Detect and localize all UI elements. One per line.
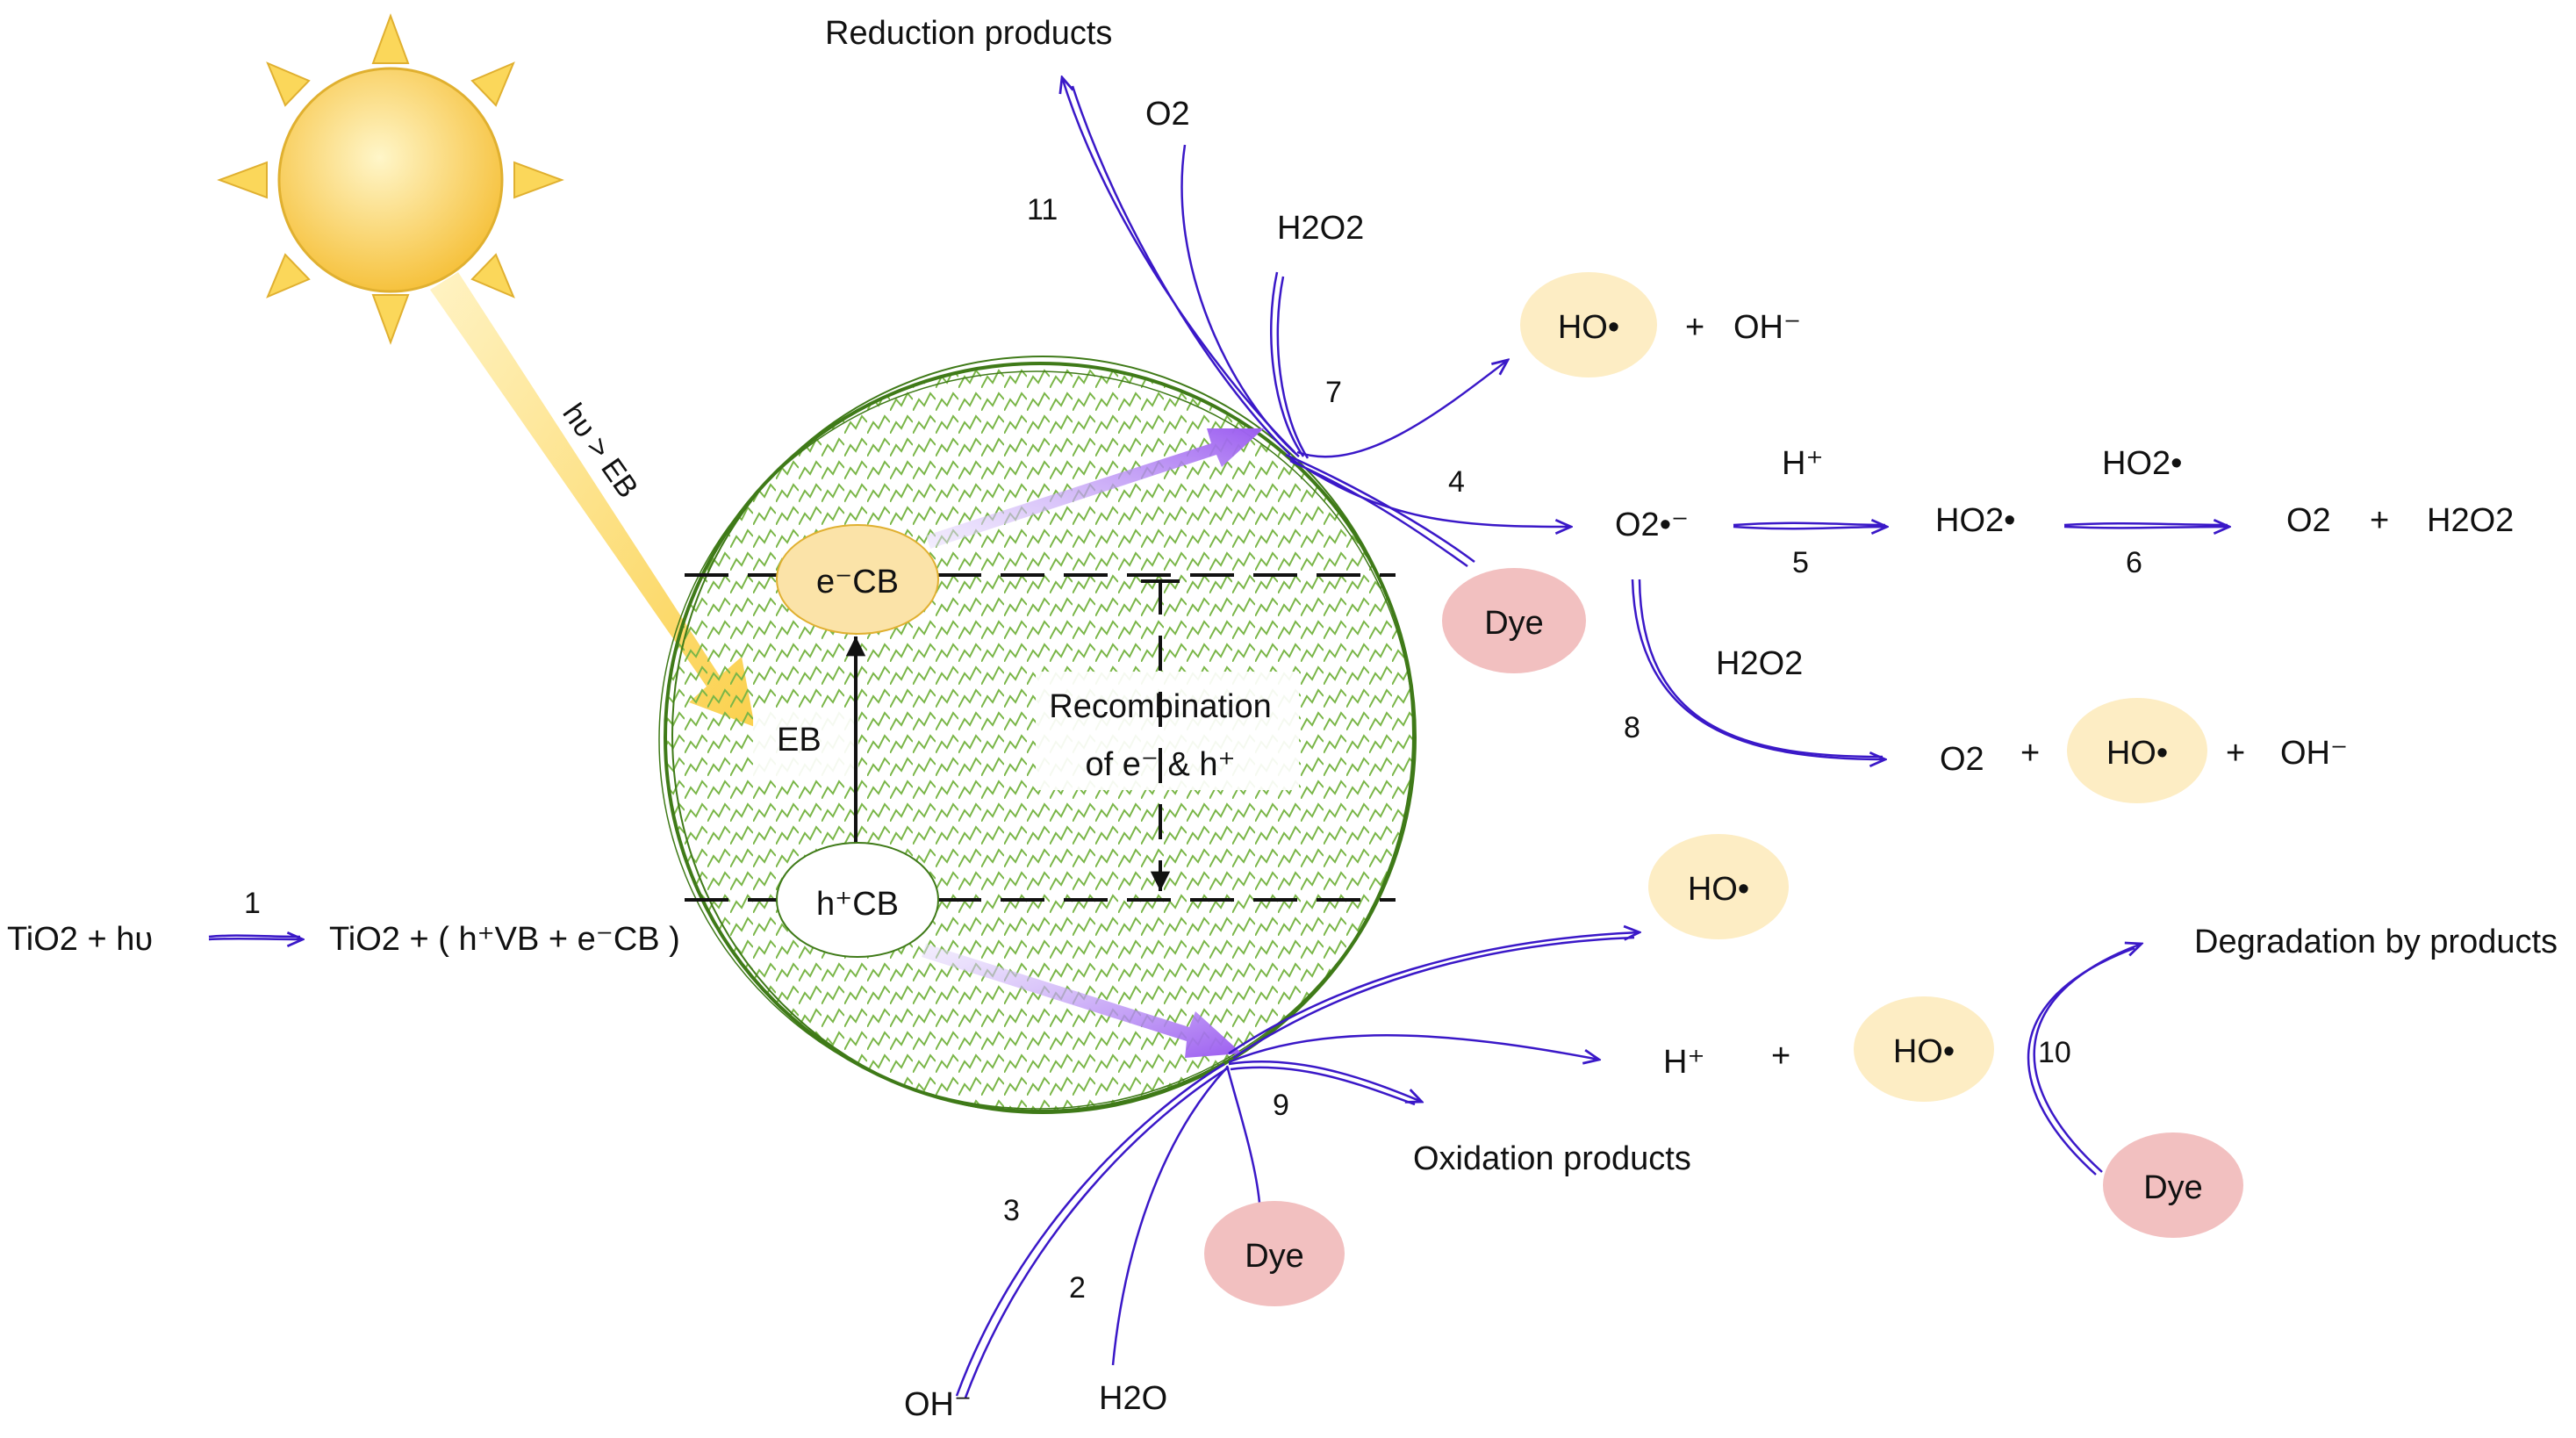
- curve-to-h-plus: [1228, 1034, 1599, 1062]
- curve-from-h2o: [1111, 1067, 1228, 1366]
- dye-upper-label: Dye: [1484, 605, 1544, 642]
- dye-right-label: Dye: [2143, 1169, 2203, 1206]
- plus-sign-4: +: [2226, 735, 2245, 772]
- hole-transfer-arrow: [922, 944, 1242, 1058]
- h-plus-lower-label: H⁺: [1663, 1044, 1705, 1081]
- superoxide-label: O2•⁻: [1615, 507, 1689, 543]
- step-7-label: 7: [1325, 376, 1342, 409]
- curve-from-oh-minus: [955, 1062, 1225, 1397]
- step-3-label: 3: [1003, 1194, 1020, 1227]
- ho2-radical-reagent-label: HO2•: [2102, 445, 2182, 482]
- ho-radical-right-bubble: [1854, 996, 1994, 1102]
- band-gap-label: EB: [777, 722, 822, 759]
- curve-step9-ho: [1228, 932, 1640, 1055]
- curve-from-o2: [1180, 144, 1300, 457]
- step-6-label: 6: [2126, 546, 2142, 579]
- reduction-products-label: Reduction products: [825, 15, 1112, 52]
- oh-minus-mid-label: OH⁻: [2280, 735, 2348, 772]
- o2-upper-label: O2: [1145, 96, 1190, 133]
- step-9-label: 9: [1273, 1089, 1289, 1122]
- plus-sign-2: +: [2370, 502, 2389, 539]
- step-1-label: 1: [244, 887, 261, 920]
- equation-left: TiO2 + hυ: [7, 921, 153, 958]
- dye-lower-bubble: [1204, 1201, 1345, 1306]
- light-beam-arrow: [430, 272, 755, 727]
- ho-radical-mid-label: HO•: [2106, 735, 2168, 772]
- degradation-products-label: Degradation by products: [2194, 924, 2558, 960]
- h2o2-upper-label: H2O2: [1277, 210, 1364, 247]
- curve-step4: [1289, 457, 1571, 527]
- h2o2-product-label: H2O2: [2427, 502, 2514, 539]
- oh-minus-top-label: OH⁻: [1733, 309, 1801, 346]
- curve-from-dye-lower: [1225, 1065, 1261, 1204]
- ho2-radical-label: HO2•: [1935, 502, 2015, 539]
- electron-cb: [776, 524, 939, 635]
- hole-cb-label: h⁺CB: [816, 886, 899, 923]
- o2-mid-label: O2: [1940, 741, 1984, 778]
- ho-radical-top-label: HO•: [1558, 309, 1619, 346]
- dye-lower-label: Dye: [1245, 1238, 1304, 1275]
- recombination-label-box: [1036, 672, 1299, 790]
- step-4-label: 4: [1448, 465, 1465, 499]
- oh-minus-bottom-label: OH⁻: [904, 1386, 972, 1423]
- electron-transfer-arrow: [926, 428, 1264, 549]
- curve-step7: [1296, 360, 1508, 458]
- dye-right-bubble: [2103, 1132, 2243, 1238]
- plus-sign-3: +: [2020, 735, 2040, 772]
- plus-sign-5: +: [1771, 1038, 1790, 1075]
- step-8-label: 8: [1624, 711, 1640, 744]
- dye-upper-bubble: [1442, 568, 1586, 673]
- h2o2-reagent-label: H2O2: [1716, 645, 1803, 682]
- plus-sign-1: +: [1685, 309, 1704, 346]
- step-2-label: 2: [1069, 1271, 1086, 1305]
- curve-from-h2o2: [1270, 271, 1305, 457]
- curve-to-oxidation-products: [1228, 1061, 1422, 1102]
- ho-radical-lower-bubble: [1648, 834, 1789, 939]
- ho-radical-lower-label: HO•: [1688, 871, 1749, 908]
- h2o-bottom-label: H2O: [1099, 1380, 1167, 1417]
- equation-right: TiO2 + ( h⁺VB + e⁻CB ): [329, 921, 680, 958]
- step-5-label: 5: [1792, 546, 1809, 579]
- step-10-label: 10: [2038, 1036, 2071, 1069]
- hole-cb: [776, 842, 939, 958]
- sun-icon: [217, 13, 564, 345]
- step-11-label: 11: [1027, 193, 1058, 226]
- curve-step1: [208, 938, 303, 939]
- ho-radical-right-label: HO•: [1893, 1033, 1955, 1070]
- curve-step8: [1631, 579, 1885, 759]
- curve-from-dye-upper: [1285, 453, 1475, 564]
- ho-radical-top-bubble: [1520, 272, 1657, 377]
- ho-radical-mid-bubble: [2067, 698, 2207, 803]
- o2-product-label: O2: [2286, 502, 2331, 539]
- electron-cb-label: e⁻CB: [816, 564, 899, 600]
- curve-step5: [1733, 527, 1887, 528]
- oxidation-products-label: Oxidation products: [1413, 1140, 1691, 1177]
- curve-step6: [2063, 527, 2229, 528]
- h-plus-upper-label: H⁺: [1782, 445, 1824, 482]
